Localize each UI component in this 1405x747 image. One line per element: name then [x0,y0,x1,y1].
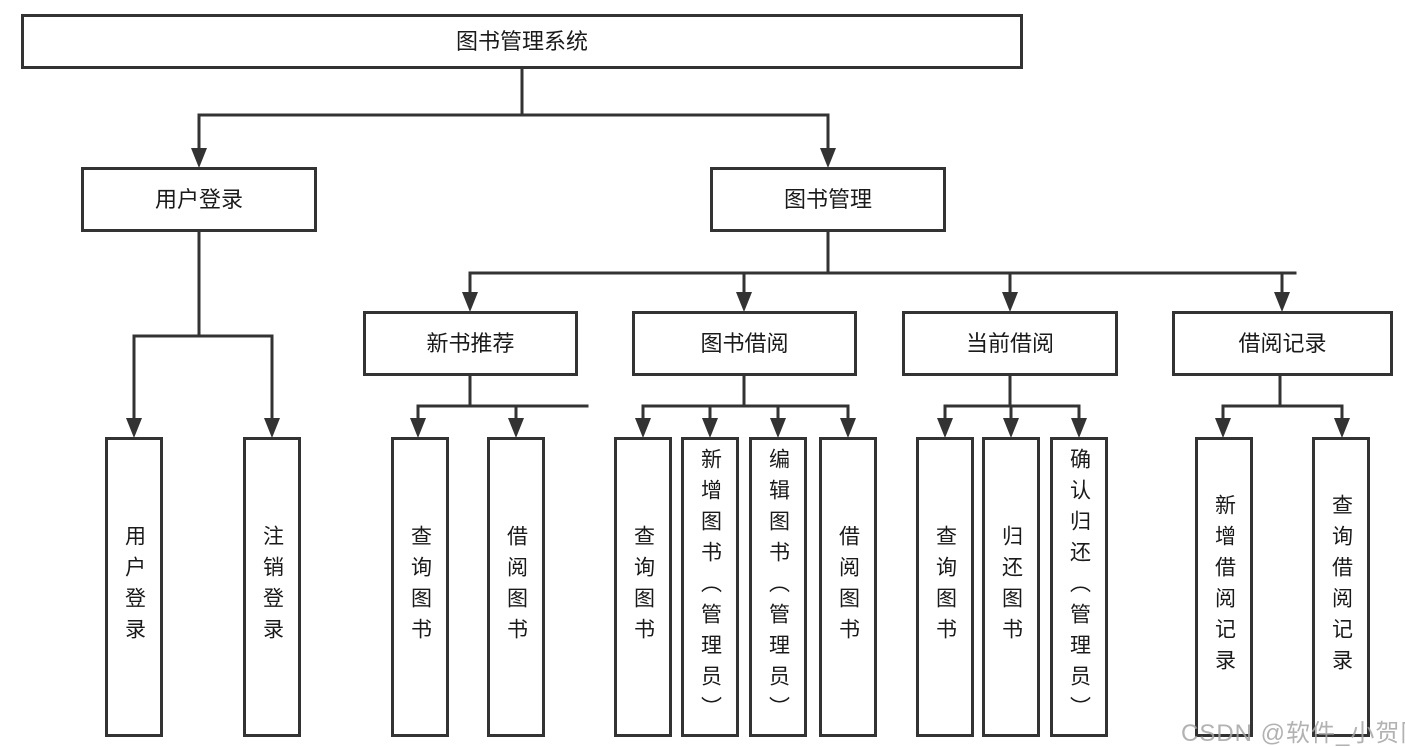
connector-line [197,67,830,150]
arrowhead [508,418,524,438]
watermark: CSDN @软件_小贺同学 [1181,720,1405,747]
connector-line [1221,374,1344,420]
arrowhead [937,418,953,438]
arrowhead [191,148,207,168]
connector-line [641,374,850,420]
arrowhead [635,418,651,438]
leaf-borrow-add-admin: 新增图书（管理员） [681,437,739,737]
node-book-mgmt: 图书管理 [710,167,946,232]
leaf-current-query: 查询图书 [916,437,974,737]
connector-root [191,67,836,168]
connector-line [468,230,1297,294]
arrowhead [1071,418,1087,438]
arrowhead [1002,292,1018,312]
leaf-borrow-query: 查询图书 [614,437,672,737]
leaf-logout: 注销登录 [243,437,301,737]
leaf-record-add: 新增借阅记录 [1195,437,1253,737]
leaf-current-return: 归还图书 [982,437,1040,737]
connector-line [416,374,589,420]
connector-record-group [1215,374,1350,438]
node-borrow-record: 借阅记录 [1172,311,1393,376]
connector-mgmt-branch [462,230,1297,312]
leaf-newbook-borrow: 借阅图书 [487,437,545,737]
node-root: 图书管理系统 [21,14,1023,69]
arrowhead [770,418,786,438]
connector-current-group [937,374,1087,438]
leaf-borrow-edit-admin: 编辑图书（管理员） [749,437,807,737]
arrowhead [462,292,478,312]
leaf-user-login: 用户登录 [105,437,163,737]
arrowhead [264,418,280,438]
arrowhead [840,418,856,438]
arrowhead [820,148,836,168]
leaf-newbook-query: 查询图书 [391,437,449,737]
arrowhead [126,418,142,438]
arrowhead [1215,418,1231,438]
node-book-borrow: 图书借阅 [632,311,857,376]
connector-newbook-group [410,374,589,438]
connector-line [943,374,1081,420]
arrowhead [410,418,426,438]
node-new-book-recommend: 新书推荐 [363,311,578,376]
leaf-record-query: 查询借阅记录 [1312,437,1370,737]
node-current-borrow: 当前借阅 [902,311,1118,376]
arrowhead [1003,418,1019,438]
arrowhead [1274,292,1290,312]
node-user-login: 用户登录 [81,167,317,232]
connector-line [132,230,274,420]
arrowhead [702,418,718,438]
leaf-borrow-borrow: 借阅图书 [819,437,877,737]
leaf-current-confirm-admin: 确认归还（管理员） [1050,437,1108,737]
connector-borrow-group [635,374,856,438]
arrowhead [736,292,752,312]
connector-login-branch [126,230,280,438]
arrowhead [1334,418,1350,438]
